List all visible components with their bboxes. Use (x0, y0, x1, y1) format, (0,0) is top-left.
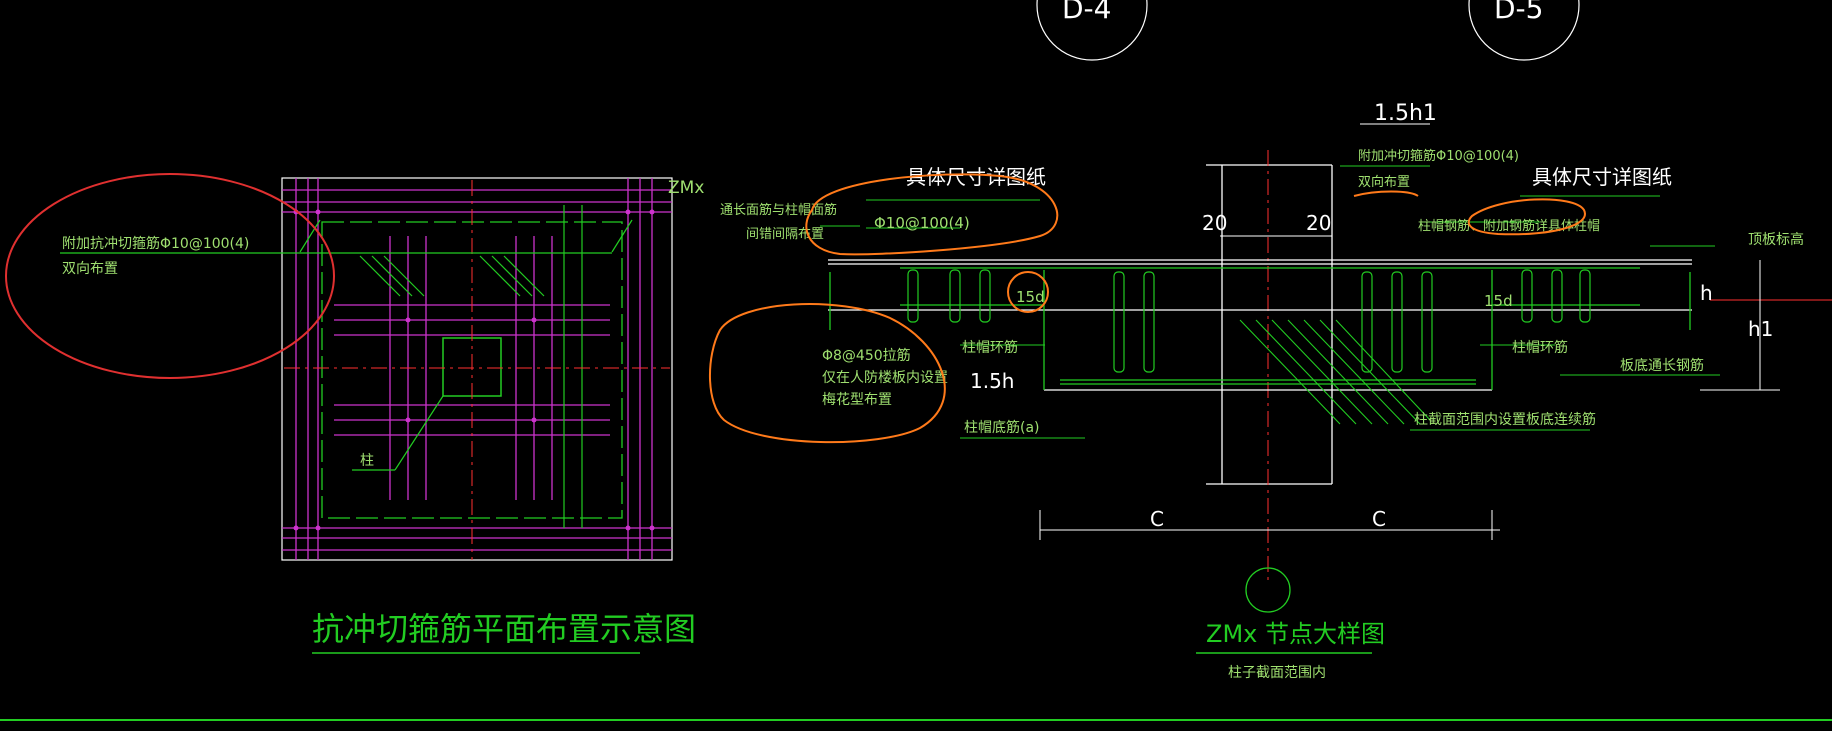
section-cap-ring-right: 柱帽环筋 (1512, 339, 1568, 356)
plan-column-label: 柱 (360, 453, 374, 469)
section-dim-h1: h1 (1748, 317, 1773, 341)
plan-title: 抗冲切箍筋平面布置示意图 (312, 610, 696, 648)
plan-note-line2: 双向布置 (62, 261, 118, 277)
section-cap-ring-left: 柱帽环筋 (962, 339, 1018, 356)
section-slab-lines (828, 259, 1692, 391)
section-stirrup-right-line1: 附加冲切箍筋Φ10@100(4) (1358, 148, 1519, 164)
markup-orange-circle-15d (1007, 271, 1049, 313)
grid-bubbles (1036, 0, 1580, 61)
section-detail-title: ZMx 节点大样图 (1206, 620, 1385, 648)
section-detail-sub: 柱子截面范围内 (1228, 664, 1326, 681)
section-top-dim: 1.5h1 (1374, 101, 1437, 126)
section-tie-line1: Φ8@450拉筋 (822, 347, 911, 364)
section-stirrups (907, 269, 1591, 373)
plan-tag: ZMx (668, 178, 704, 198)
markup-orange-shapes (708, 173, 1586, 444)
section-dim-15d-left: 15d (1016, 288, 1045, 306)
section-through-line1: 通长面筋与柱帽面筋 (720, 202, 837, 218)
grid-bubble-left-label: D-4 (1062, 0, 1111, 25)
section-dim-20-left: 20 (1202, 211, 1227, 235)
section-dim-15h: 1.5h (970, 369, 1014, 393)
section-dim-h: h (1700, 281, 1713, 305)
plan-bar-dots (293, 209, 655, 531)
section-view (820, 123, 1832, 613)
section-tie-line3: 梅花型布置 (822, 392, 892, 408)
section-tie-line2: 仅在人防楼板内设置 (822, 370, 948, 386)
section-cap-bottom: 柱帽底筋(a) (964, 419, 1040, 436)
grid-bubble-right (1468, 0, 1580, 61)
markup-orange-oval-1 (805, 173, 1059, 256)
plan-green-lines (299, 205, 633, 528)
section-diagonal-bars (1239, 319, 1431, 425)
section-dimensions (1039, 123, 1780, 540)
section-leaders (820, 165, 1832, 439)
markup-orange-tick (1353, 190, 1419, 197)
grid-bubble-left (1036, 0, 1148, 61)
section-dim-20-right: 20 (1306, 211, 1331, 235)
section-dim-c-right: C (1372, 507, 1386, 531)
section-dim-15d-right: 15d (1484, 292, 1513, 310)
section-through-line2: 间错间隔布置 (746, 227, 824, 242)
plan-note-line1: 附加抗冲切箍筋Φ10@100(4) (62, 235, 249, 252)
plan-outer-frame (281, 177, 673, 561)
section-cap-outline (829, 267, 1691, 390)
grid-bubble-right-label: D-5 (1494, 0, 1543, 25)
markup-orange-oval-2 (708, 303, 946, 444)
plan-centre-axes (284, 180, 670, 560)
section-column (1206, 164, 1333, 485)
section-slab-bottom-long: 板底通长钢筋 (1620, 357, 1704, 374)
section-stirrup-right-line2: 双向布置 (1358, 174, 1410, 190)
section-column-note: 柱截面范围内设置板底连续筋 (1414, 411, 1596, 428)
markup-orange-oval-3 (1467, 198, 1586, 236)
section-top-elev: 顶板标高 (1748, 231, 1804, 248)
markup-ellipse-red (5, 173, 335, 379)
section-note-size-left: 具体尺寸详图纸 (906, 165, 1046, 189)
section-dim-c-left: C (1150, 507, 1164, 531)
section-grid-bubble (1245, 567, 1291, 613)
plan-magenta-bars (282, 178, 672, 560)
plan-view (60, 177, 673, 561)
section-note-size-right: 具体尺寸详图纸 (1532, 165, 1672, 189)
section-stirrup-left: Φ10@100(4) (874, 214, 970, 232)
